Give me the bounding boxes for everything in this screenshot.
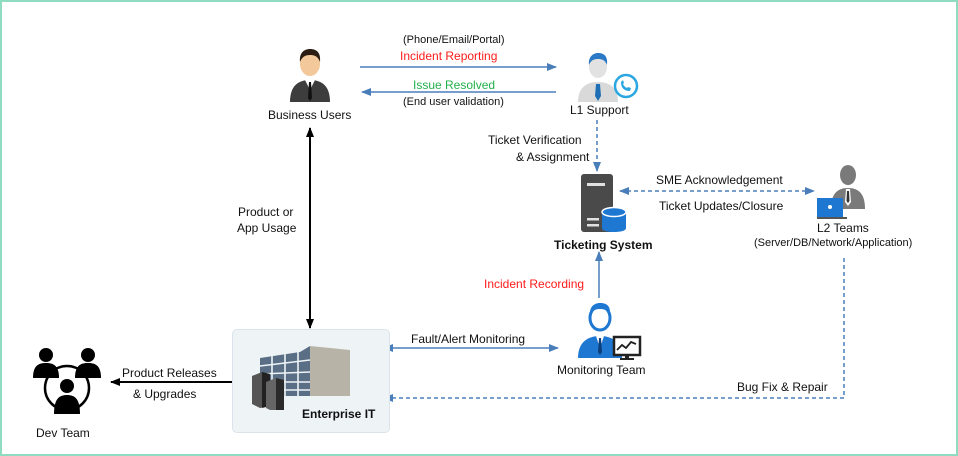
bug-fix-repair-arrow xyxy=(383,258,845,402)
laptop-user-icon xyxy=(817,165,865,219)
ticket-verification-label-line1: Ticket Verification xyxy=(488,133,582,147)
ticket-updates-closure-label: Ticket Updates/Closure xyxy=(659,199,784,213)
enterprise-it-label: Enterprise IT xyxy=(302,407,376,421)
dev-team-label: Dev Team xyxy=(36,426,90,440)
sme-acknowledgement-label: SME Acknowledgement xyxy=(656,173,783,187)
datacenter-icon xyxy=(252,346,350,410)
fault-alert-monitoring-label: Fault/Alert Monitoring xyxy=(411,332,526,346)
ticketing-system-label: Ticketing System xyxy=(554,238,653,252)
product-usage-label-line1: Product or xyxy=(238,205,294,219)
issue-resolved-label: Issue Resolved xyxy=(413,78,496,92)
l1-support-label: L1 Support xyxy=(570,103,629,117)
l2-teams-label: L2 Teams xyxy=(817,221,869,235)
product-releases-label-line1: Product Releases xyxy=(122,366,217,380)
issue-resolved-note: (End user validation) xyxy=(403,96,504,108)
business-user-icon xyxy=(290,49,330,102)
monitoring-team-label: Monitoring Team xyxy=(557,363,646,377)
monitoring-user-icon xyxy=(578,303,642,360)
ticket-verification-label-line2: & Assignment xyxy=(516,150,590,164)
product-usage-label-line2: App Usage xyxy=(237,221,297,235)
incident-reporting-label: Incident Reporting xyxy=(400,49,498,63)
l2-teams-sublabel: (Server/DB/Network/Application) xyxy=(754,237,913,249)
support-agent-phone-icon xyxy=(578,53,639,102)
server-database-icon xyxy=(581,174,627,232)
product-releases-label-line2: & Upgrades xyxy=(133,387,197,401)
incident-reporting-channel: (Phone/Email/Portal) xyxy=(403,34,505,46)
incident-recording-label: Incident Recording xyxy=(484,277,585,291)
bug-fix-repair-label: Bug Fix & Repair xyxy=(737,380,828,394)
business-users-label: Business Users xyxy=(268,108,352,122)
team-group-icon xyxy=(33,348,101,414)
